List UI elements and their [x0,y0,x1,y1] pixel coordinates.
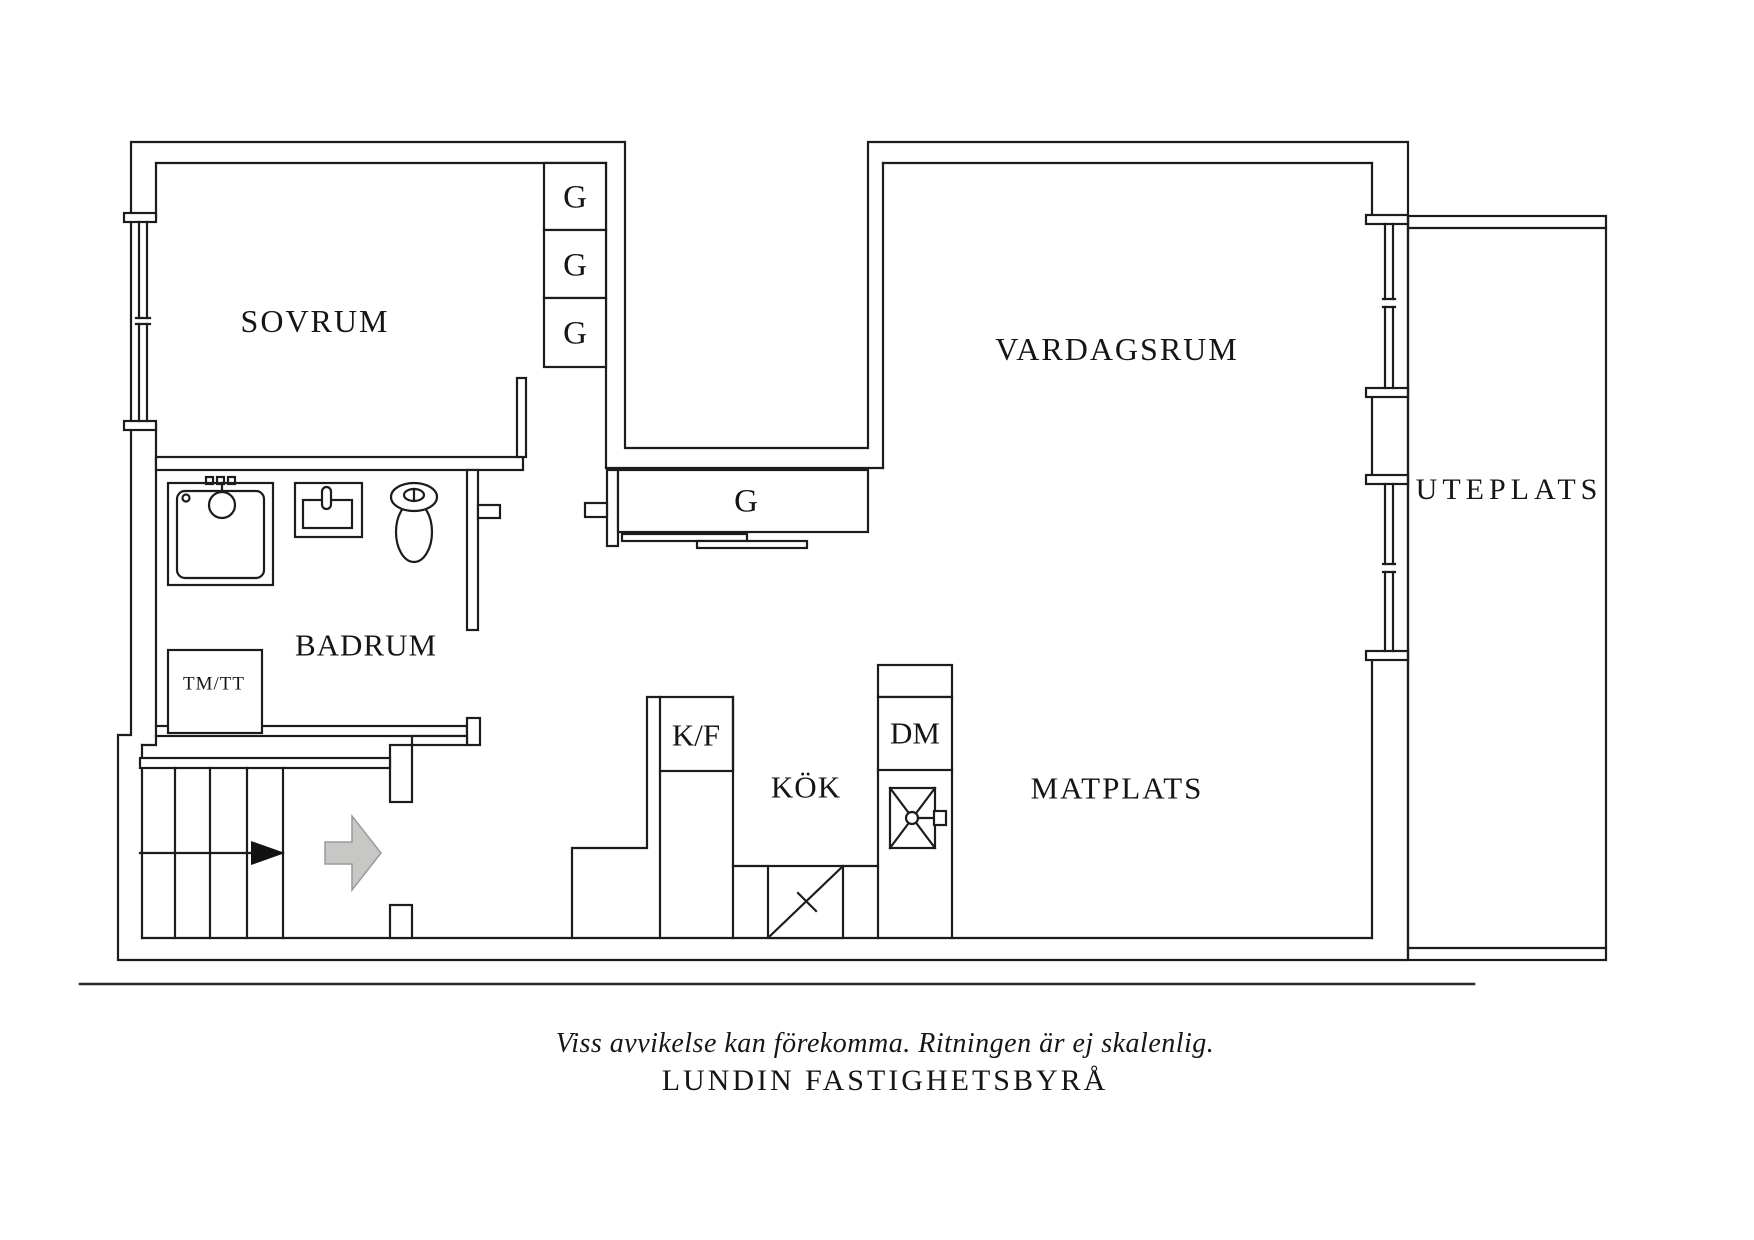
uteplats-border [1406,214,1608,962]
kitchen-counter [570,695,880,940]
wardrobe-boxes [542,161,608,369]
room-label-badrum: BADRUM [294,627,438,663]
toilet-icon [389,481,439,564]
room-label-sovrum: SOVRUM [240,303,390,339]
shower-icon [166,475,275,587]
fixture-label-wardrobe-1: G [563,179,587,216]
room-label-kok: KÖK [770,769,842,805]
kitchen-sink-icon [888,786,948,850]
stairs-icon [138,766,285,940]
interior-walls [138,376,620,940]
room-label-vardagsrum: VARDAGSRUM [995,331,1239,367]
entry-arrow-icon [324,813,382,893]
vardagsrum-window-icon [1364,213,1410,399]
fixture-label-wardrobe-2: G [563,247,587,284]
washer-dryer-box [166,648,264,735]
fixture-label-wardrobe-3: G [563,315,587,352]
fixture-label-wardrobe-hall: G [734,483,758,520]
dishwasher-counter [876,663,954,940]
footer-brand: LUNDIN FASTIGHETSBYRÅ [661,1064,1109,1097]
room-label-uteplats: UTEPLATS [1415,473,1603,506]
hall-wardrobe-box [616,468,870,550]
sovrum-window-icon [122,211,158,432]
fixture-label-washer-dryer: TM/TT [183,673,245,695]
stove-icon [766,864,845,940]
matplats-window-icon [1364,473,1410,662]
exterior-walls [116,140,1410,962]
sink-icon [293,481,364,539]
room-label-matplats: MATPLATS [1030,770,1204,806]
fixture-label-fridge-freezer: K/F [671,717,721,753]
footer-disclaimer: Viss avvikelse kan förekomma. Ritningen … [555,1028,1215,1059]
fixture-label-dishwasher: DM [890,715,940,751]
